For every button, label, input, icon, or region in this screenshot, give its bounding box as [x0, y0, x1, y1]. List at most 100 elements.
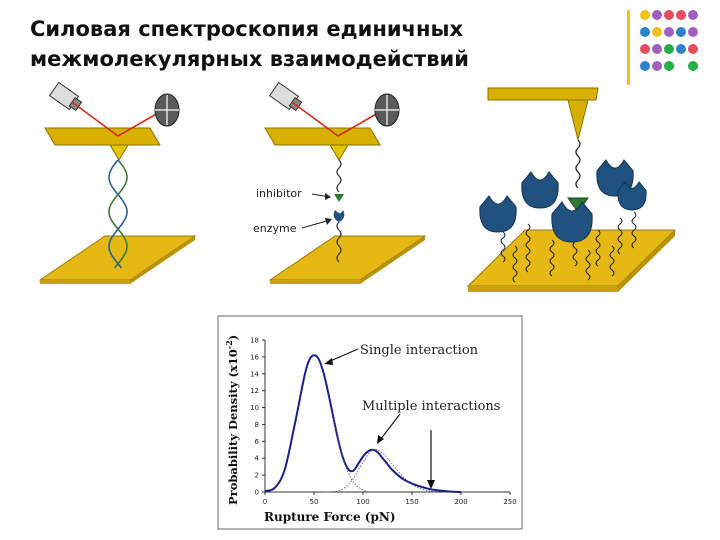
enzyme-molecule [551, 201, 593, 243]
laser-beam-in [71, 101, 119, 137]
laser-beam-out [117, 112, 159, 137]
substrate-front [40, 280, 130, 284]
decorative-dot [640, 27, 650, 37]
decorative-dot [664, 10, 674, 20]
substrate-front [270, 280, 360, 284]
label-inhibitor: inhibitor [256, 187, 302, 200]
photodetector-icon [374, 93, 400, 127]
title-line-1: Силовая спектроскопия единичных [30, 17, 464, 41]
substrate-edge [618, 230, 675, 292]
series-line-total [264, 354, 462, 493]
decorative-dot [688, 44, 698, 54]
decorative-dot [652, 27, 662, 37]
rupture-force-chart: 0 50 100 150 200 250 0 2 4 6 8 10 12 14 16 18 Rupture F… [217, 315, 523, 530]
photodetector-icon [154, 93, 180, 127]
inhibitor-marker [334, 194, 344, 202]
enzyme-molecule [617, 181, 647, 211]
linker [549, 239, 555, 277]
accent-divider [627, 10, 630, 85]
x-tick-label: 200 [454, 498, 467, 506]
decorative-dot [652, 10, 662, 20]
cantilever-tip [567, 99, 589, 141]
tip-linker [575, 139, 581, 189]
linker [631, 211, 637, 249]
cantilever [44, 127, 161, 146]
inhibitor-arrowhead [325, 193, 331, 200]
y-tick-label: 0 [255, 489, 259, 497]
substrate-edge [130, 236, 195, 284]
decorative-dot [676, 10, 686, 20]
annotation-single-interaction: Single interaction [360, 343, 479, 358]
title-line-2: межмолекулярных взаимодействий [30, 47, 469, 71]
laser-beam-in [291, 101, 339, 137]
y-tick-label: 4 [255, 455, 260, 463]
linker-tip [336, 159, 342, 193]
linker [617, 217, 623, 255]
enzyme-molecule [521, 171, 559, 209]
decorative-dot [688, 27, 698, 37]
decorative-dot [676, 27, 686, 37]
cantilever-tip [329, 144, 349, 161]
label-enzyme: enzyme [253, 222, 297, 235]
x-tick-label: 100 [356, 498, 369, 506]
chart-series [264, 354, 462, 493]
substrate-plate [38, 235, 197, 281]
series-line-component-2 [333, 418, 369, 492]
linker-surface [336, 221, 342, 263]
enzyme-molecule [479, 195, 517, 233]
linker [525, 223, 531, 273]
linker [595, 229, 601, 267]
substrate-front [468, 286, 618, 292]
decorative-dot-grid [640, 10, 700, 80]
linker [500, 231, 506, 263]
y-tick-label: 10 [250, 404, 259, 412]
slide-title: Силовая спектроскопия единичных межмолек… [30, 14, 590, 74]
x-tick-label: 50 [310, 498, 319, 506]
dna-strand-a [108, 159, 128, 269]
decorative-dot [664, 27, 674, 37]
x-tick-label: 150 [405, 498, 418, 506]
laser-icon [268, 81, 303, 112]
x-tick-label: 250 [503, 498, 516, 506]
enzyme-arrowhead [325, 218, 332, 225]
decorative-dot [664, 61, 674, 71]
annotation-arrows [324, 348, 435, 489]
laser-beam-out [337, 112, 379, 137]
enzyme-arrow [301, 219, 331, 229]
linker [512, 245, 518, 283]
panel-dna [38, 81, 197, 284]
decorative-dot [664, 44, 674, 54]
y-tick-label: 18 [250, 337, 259, 345]
decorative-dot [652, 61, 662, 71]
chart-ylabel: Probability Density (x10-2) [224, 335, 240, 505]
y-tick-label: 6 [255, 438, 260, 446]
y-tick-label: 16 [250, 353, 259, 361]
enzyme-marker [333, 210, 345, 222]
cantilever [487, 87, 599, 101]
decorative-dot [640, 61, 650, 71]
substrate-edge [360, 236, 425, 284]
y-tick-label: 2 [255, 472, 259, 480]
decorative-dot [640, 44, 650, 54]
cantilever-tip [109, 144, 129, 161]
y-tick-label: 12 [250, 387, 259, 395]
decorative-dot [676, 44, 686, 54]
decorative-dot [688, 10, 698, 20]
x-tick-label: 0 [263, 498, 267, 506]
annotation-multiple-interactions: Multiple interactions [362, 399, 500, 414]
cantilever [264, 127, 381, 146]
y-tick-label: 8 [255, 421, 259, 429]
linker [609, 245, 615, 277]
decorative-dot [640, 10, 650, 20]
surface-linkers [500, 211, 637, 283]
y-tick-label: 14 [250, 370, 259, 378]
decorative-dot [652, 44, 662, 54]
chart-xlabel: Rupture Force (pN) [264, 510, 396, 524]
panel-enzyme-inhibitor: inhibitor enzyme [253, 81, 427, 284]
surface-enzymes [479, 159, 647, 243]
dna-strand-b [108, 159, 128, 269]
linker [585, 249, 591, 281]
laser-icon [48, 81, 83, 112]
substrate-plate [268, 235, 427, 281]
